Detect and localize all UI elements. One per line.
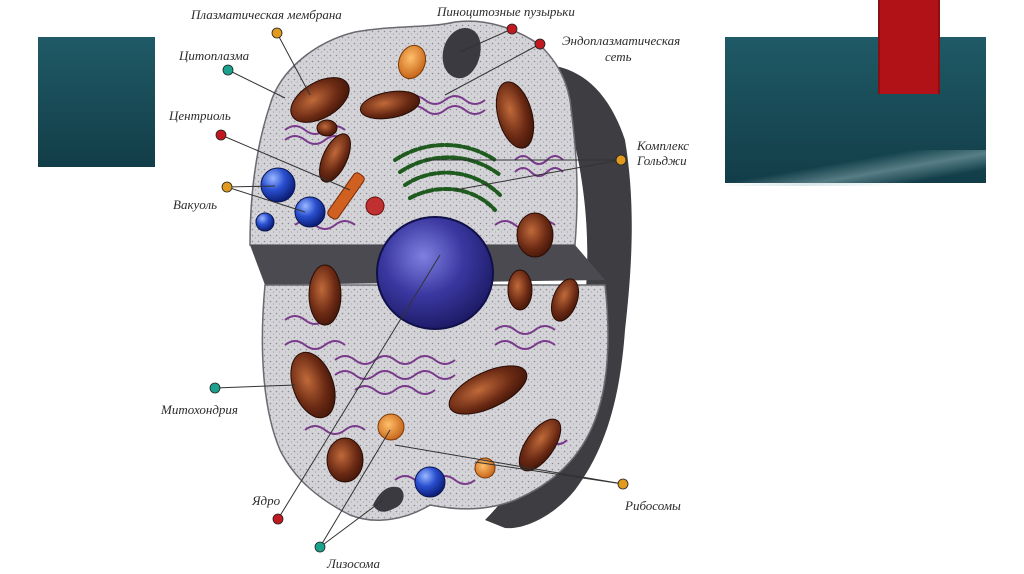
pin-lysosome [315,542,325,552]
label-nucleus: Ядро [251,493,281,508]
pin-er [535,39,545,49]
title-banner-left [38,37,158,167]
label-ribosomes: Рибосомы [624,498,681,513]
pin-golgi [616,155,626,165]
cell-diagram: Плазматическая мембрана Пиноцитозные пуз… [155,0,725,574]
pin-ribosomes [618,479,628,489]
pin-pinocytic [507,24,517,34]
pin-nucleus [273,514,283,524]
pin-centriole [216,130,226,140]
pin-vacuole [222,182,232,192]
cell-illustration: Плазматическая мембрана Пиноцитозные пуз… [155,0,725,574]
label-golgi-line2: Гольджи [636,153,687,168]
label-pinocytic-vesicles: Пиноцитозные пузырьки [436,4,575,19]
label-cytoplasm: Цитоплазма [178,48,250,63]
label-er-line2: сеть [605,49,632,64]
label-centriole: Центриоль [168,108,231,123]
label-er-line1: Эндоплазматическая [562,33,680,48]
pin-plasma-membrane [272,28,282,38]
label-lysosome: Лизосома [326,556,380,571]
red-bookmark-decoration [878,0,940,94]
label-golgi-line1: Комплекс [636,138,689,153]
label-plasma-membrane: Плазматическая мембрана [190,7,342,22]
pin-mitochondria [210,383,220,393]
label-vacuole: Вакуоль [173,197,217,212]
nucleus [377,217,493,329]
label-mitochondria: Митохондрия [160,402,238,417]
pin-cytoplasm [223,65,233,75]
banner-stripe [725,150,986,186]
